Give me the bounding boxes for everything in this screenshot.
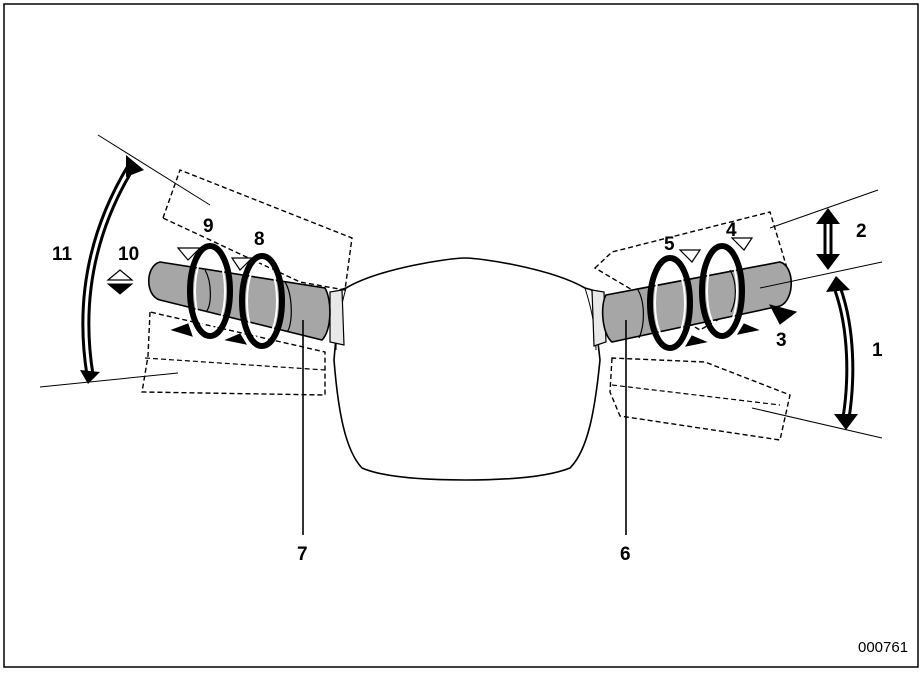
right-stalk-down-position bbox=[609, 357, 791, 441]
right-ring-outer bbox=[699, 243, 745, 339]
rotation-arc-11 bbox=[39, 134, 211, 388]
callout-2: 2 bbox=[856, 221, 867, 242]
pull-arrow-icon bbox=[769, 304, 798, 325]
right-stalk-body bbox=[601, 261, 792, 343]
callout-9: 9 bbox=[203, 216, 214, 237]
figure-id: 000761 bbox=[858, 639, 908, 656]
left-stalk-down-position bbox=[141, 311, 326, 396]
callout-11: 11 bbox=[52, 244, 73, 265]
left-ring-outer bbox=[187, 243, 233, 339]
callout-7: 7 bbox=[297, 544, 308, 565]
callout-10: 10 bbox=[118, 244, 139, 265]
callout-4: 4 bbox=[726, 220, 737, 241]
left-ring-inner bbox=[239, 253, 285, 349]
vertical-arrows-1-2 bbox=[751, 189, 883, 439]
callout-3: 3 bbox=[776, 330, 787, 351]
figure-border bbox=[3, 3, 919, 668]
left-stalk-up-position bbox=[162, 169, 353, 291]
steering-wheel-hub bbox=[329, 257, 607, 481]
left-wiper-stalk bbox=[106, 169, 353, 535]
push-arrow-icon bbox=[106, 269, 134, 295]
callout-6: 6 bbox=[620, 544, 631, 565]
callout-5: 5 bbox=[664, 234, 675, 255]
right-ring-inner bbox=[647, 255, 693, 351]
right-light-stalk bbox=[593, 211, 798, 535]
callout-1: 1 bbox=[872, 340, 883, 361]
callout-8: 8 bbox=[254, 229, 265, 250]
